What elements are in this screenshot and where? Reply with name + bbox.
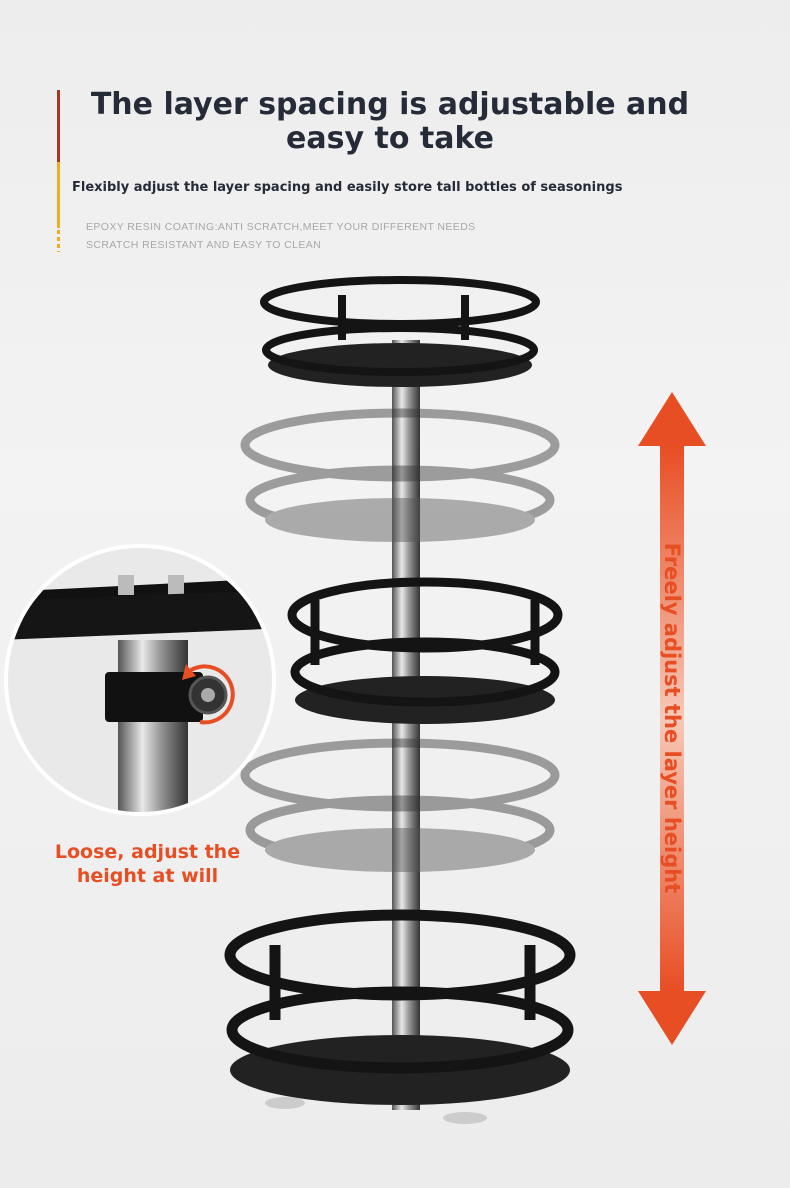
page-title: The layer spacing is adjustable and easy… bbox=[90, 87, 690, 156]
foot bbox=[265, 1097, 305, 1109]
accent-bar-dashed bbox=[57, 230, 60, 252]
bottom-tier bbox=[224, 909, 576, 1105]
center-pole bbox=[392, 340, 420, 1110]
top-tier bbox=[260, 276, 540, 387]
knob-detail-inset bbox=[4, 544, 276, 816]
double-arrow-icon bbox=[638, 392, 706, 1045]
foot bbox=[443, 1112, 487, 1124]
inset-caption: Loose, adjust the height at will bbox=[54, 841, 241, 887]
ghost-tier-2 bbox=[240, 738, 560, 872]
subtitle: Flexibly adjust the layer spacing and ea… bbox=[72, 180, 623, 195]
feature-line-2: SCRATCH RESISTANT AND EASY TO CLEAN bbox=[86, 239, 322, 251]
middle-tier bbox=[287, 577, 563, 724]
arrow-label: Freely adjust the layer height bbox=[660, 542, 684, 894]
ghost-tier-1 bbox=[240, 408, 560, 542]
accent-bar-yellow bbox=[57, 162, 60, 228]
feature-line-1: EPOXY RESIN COATING:ANTI SCRATCH,MEET YO… bbox=[86, 221, 476, 233]
accent-bar-red bbox=[57, 90, 60, 162]
